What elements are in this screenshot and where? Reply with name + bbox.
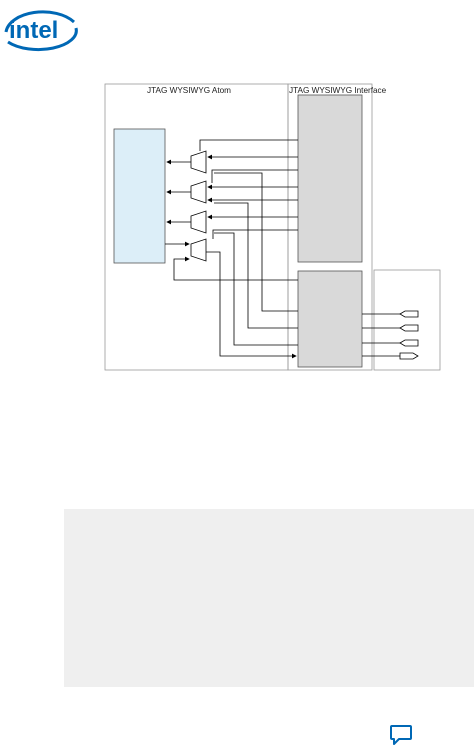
jtag-block-diagram: JTAG WYSIWYG Atom JTAG WYSIWYG Interface	[104, 83, 441, 371]
interface-pin-block	[297, 270, 363, 368]
signal-lines	[165, 139, 400, 359]
mux-4	[190, 238, 207, 262]
mux-3	[190, 210, 207, 234]
pin-3-icon	[399, 339, 419, 347]
interface-boundary	[287, 83, 373, 371]
interface-label: JTAG WYSIWYG Interface	[289, 86, 387, 95]
atom-label: JTAG WYSIWYG Atom	[147, 86, 231, 95]
pins	[399, 310, 419, 360]
note-box	[64, 509, 474, 687]
feedback-speech-bubble-icon[interactable]	[389, 724, 413, 746]
core-block	[113, 128, 166, 264]
pin-boundary	[373, 269, 441, 371]
pin-1-icon	[399, 310, 419, 318]
pin-4-icon	[399, 352, 419, 360]
mux-1	[190, 150, 207, 174]
pin-2-icon	[399, 324, 419, 332]
intel-logo-icon: intel	[4, 10, 78, 52]
mux-2	[190, 180, 207, 204]
interface-register-block	[297, 94, 363, 263]
logo-text: intel	[9, 17, 58, 44]
